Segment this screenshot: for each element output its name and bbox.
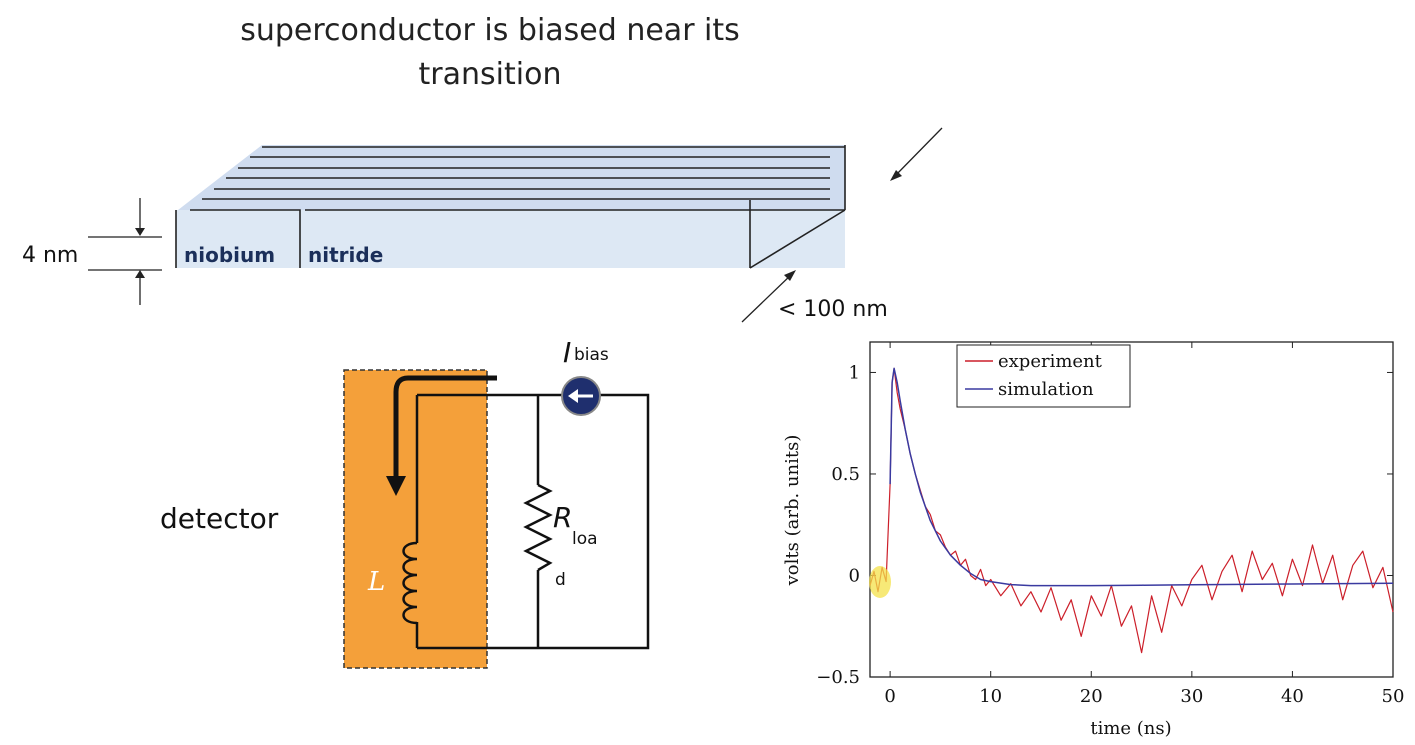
width-marker <box>741 127 943 323</box>
chart-legend: experiment simulation <box>956 344 1131 408</box>
material-label-niobium: niobium <box>184 243 275 267</box>
current-arrowhead <box>386 476 406 496</box>
x-tick-label: 20 <box>1080 686 1103 707</box>
detector-box <box>343 369 488 669</box>
inductor-label: L <box>367 567 385 597</box>
current-arrow <box>393 375 497 478</box>
circuit-wires <box>415 393 650 650</box>
x-tick-label: 40 <box>1281 686 1304 707</box>
y-axis-label: volts (arb. units) <box>782 435 803 587</box>
y-tick-label: −0.5 <box>816 667 860 688</box>
load-label-sub: loa <box>572 529 598 549</box>
x-tick-label: 0 <box>884 686 895 707</box>
chart-lines <box>869 367 1394 654</box>
thickness-marker <box>88 198 162 305</box>
series-line-simulation <box>889 367 1394 587</box>
circuit-diagram: L I bias R loa d detector <box>160 336 650 669</box>
title-line-1: superconductor is biased near its <box>240 13 740 48</box>
bias-arrow-icon <box>568 389 578 403</box>
chart-plot-area <box>869 341 1394 678</box>
x-tick-label: 50 <box>1382 686 1405 707</box>
nanowire-front-face <box>176 210 845 268</box>
legend-label-simulation: simulation <box>998 379 1094 400</box>
y-tick-label: 0.5 <box>831 464 860 485</box>
load-resistor <box>523 483 553 572</box>
detector-label: detector <box>160 502 279 535</box>
thickness-label: 4 nm <box>22 243 78 268</box>
nanowire-drawing: 4 nm niobium nitride < 100 nm <box>22 127 943 323</box>
legend-label-experiment: experiment <box>998 351 1103 372</box>
x-tick-label: 30 <box>1180 686 1203 707</box>
y-tick-label: 0 <box>849 565 860 586</box>
load-label-main: R <box>553 501 572 534</box>
material-label-nitride: nitride <box>308 243 383 267</box>
load-label-tail: d <box>555 570 566 590</box>
chart: 0 10 20 30 40 50 −0.5 0 0.5 1 experiment simulati… <box>782 341 1404 739</box>
meander-lines <box>175 145 846 269</box>
title-line-2: transition <box>419 57 562 92</box>
width-label: < 100 nm <box>778 297 888 322</box>
inductor-coil <box>402 541 418 625</box>
x-tick-label: 10 <box>979 686 1002 707</box>
trigger-highlight <box>869 566 891 598</box>
x-axis-label: time (ns) <box>1090 718 1171 739</box>
y-tick-label: 1 <box>849 362 860 383</box>
bias-label-main: I <box>563 336 571 369</box>
bias-label-sub: bias <box>574 345 609 365</box>
chart-ticks: 0 10 20 30 40 50 −0.5 0 0.5 1 <box>816 342 1404 707</box>
legend-box <box>956 344 1131 408</box>
